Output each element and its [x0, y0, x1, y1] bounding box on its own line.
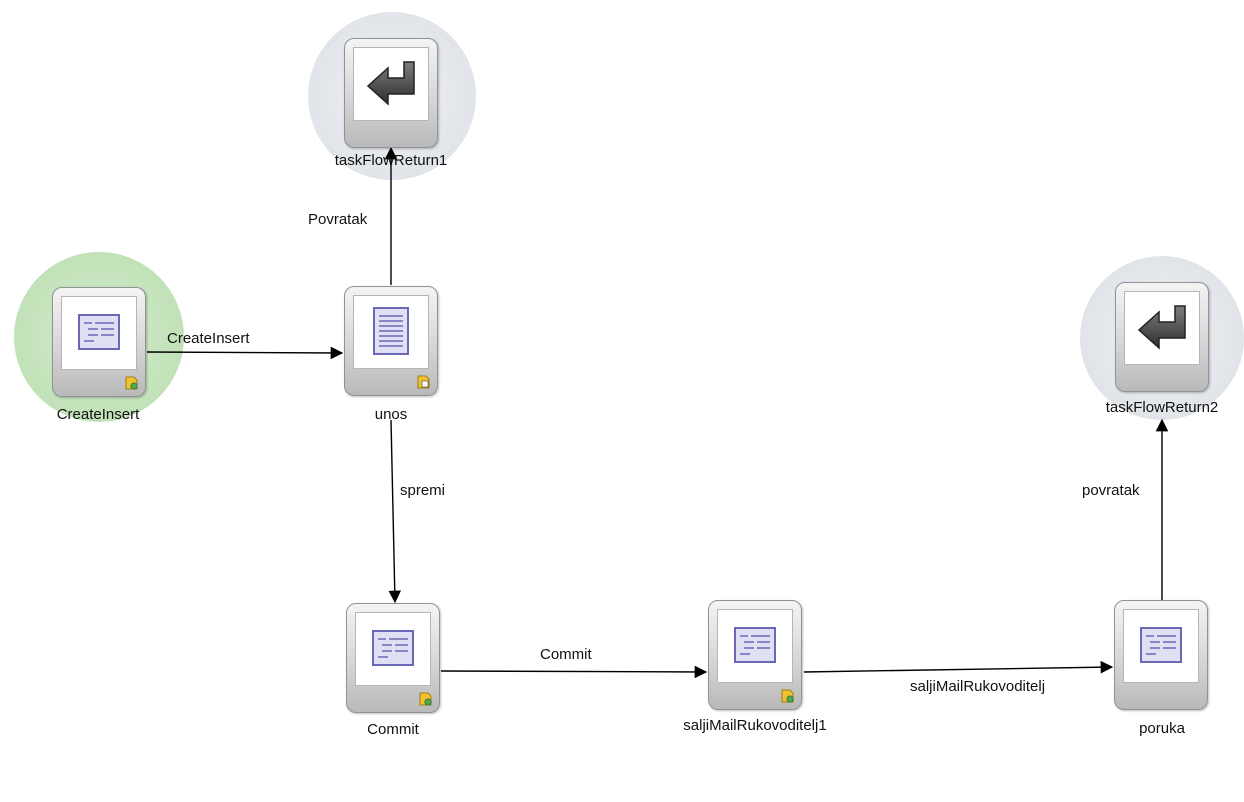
- edge-salji-poruka[interactable]: [803, 660, 1114, 674]
- node-createinsert[interactable]: [52, 287, 146, 397]
- gear-page-icon: [125, 376, 138, 390]
- return-arrow-icon: [1137, 305, 1186, 350]
- method-call-icon: [734, 627, 776, 663]
- node-task-flow-return-1[interactable]: [344, 38, 438, 148]
- node-poruka[interactable]: [1114, 600, 1208, 710]
- method-call-icon: [78, 314, 120, 350]
- node-face: [717, 609, 793, 683]
- form-page-icon: [1140, 627, 1182, 663]
- method-call-icon: [372, 630, 414, 666]
- edge-createinsert-unos[interactable]: [146, 346, 344, 360]
- node-label-commit: Commit: [367, 721, 419, 738]
- gear-page-icon: [781, 689, 794, 703]
- node-face: [61, 296, 137, 370]
- edge-label-povratak-2: povratak: [1082, 482, 1140, 499]
- node-label-unos: unos: [374, 406, 408, 423]
- node-label-return1: taskFlowReturn1: [334, 152, 448, 169]
- edge-label-povratak: Povratak: [308, 211, 368, 228]
- return-arrow-icon: [366, 61, 415, 106]
- edge-label-spremi: spremi: [400, 482, 446, 499]
- node-salji-mail[interactable]: [708, 600, 802, 710]
- node-commit[interactable]: [346, 603, 440, 713]
- node-face: [353, 47, 429, 121]
- edge-label-createinsert: CreateInsert: [167, 330, 250, 347]
- node-label-createinsert: CreateInsert: [56, 406, 140, 423]
- node-task-flow-return-2[interactable]: [1115, 282, 1209, 392]
- node-label-salji: saljiMailRukovoditelj1: [683, 717, 827, 734]
- edge-label-commit: Commit: [540, 646, 592, 663]
- node-label-return2: taskFlowReturn2: [1105, 399, 1219, 416]
- node-label-poruka: poruka: [1139, 720, 1185, 737]
- node-unos[interactable]: [344, 286, 438, 396]
- node-face: [1123, 609, 1199, 683]
- view-page-icon: [373, 307, 409, 355]
- node-face: [355, 612, 431, 686]
- page-icon: [417, 375, 430, 389]
- edge-commit-salji[interactable]: [440, 665, 708, 679]
- node-face: [353, 295, 429, 369]
- edge-label-salji: saljiMailRukovoditelj: [910, 678, 1046, 695]
- gear-page-icon: [419, 692, 432, 706]
- node-face: [1124, 291, 1200, 365]
- edge-unos-commit[interactable]: [388, 419, 402, 604]
